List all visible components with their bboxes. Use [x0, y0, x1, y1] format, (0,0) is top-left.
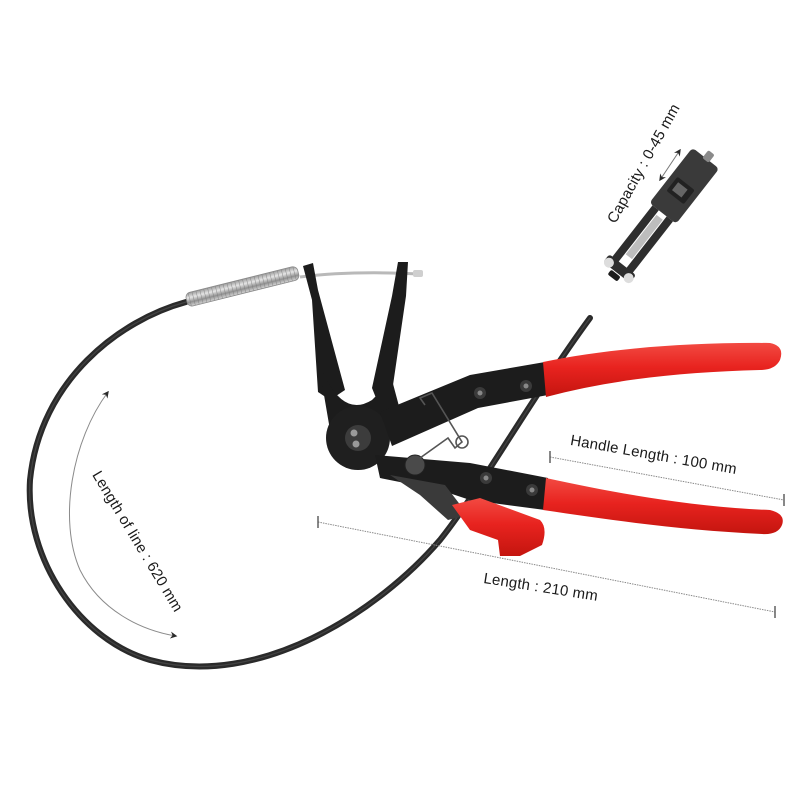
cable-spring-sleeve [185, 266, 300, 307]
line-length-arc [69, 390, 178, 639]
length-dimension [317, 516, 776, 618]
handle-length-dimension [549, 451, 785, 506]
lower-arm [375, 455, 548, 510]
pivot-head [326, 406, 390, 470]
remote-clamp-head [603, 149, 718, 284]
upper-arm [380, 362, 548, 446]
lower-handle-grip[interactable] [543, 478, 783, 535]
upper-handle-grip[interactable] [543, 342, 782, 397]
return-spring [418, 391, 464, 459]
lever-grip[interactable] [452, 498, 545, 556]
capacity-arrow [659, 148, 681, 182]
